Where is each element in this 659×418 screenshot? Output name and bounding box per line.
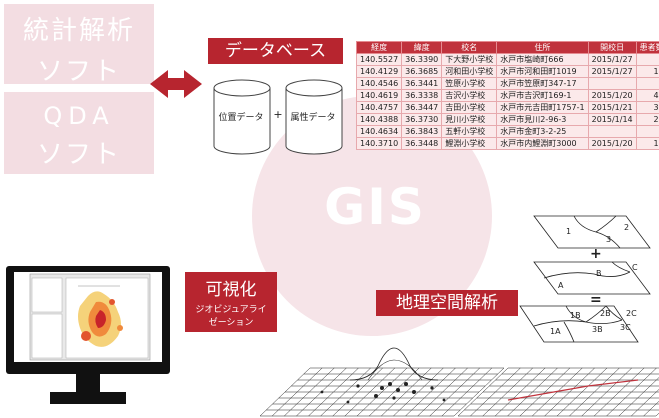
table-cell: 2015/1/14: [587, 113, 637, 126]
table-cell: 2015/1/27: [587, 65, 637, 78]
double-arrow-icon: [150, 70, 202, 98]
table-cell: 水戸市塩崎町666: [496, 53, 589, 66]
database-plus: +: [273, 108, 283, 121]
visualization-label: 可視化 ジオビジュアライ ゼーション: [185, 272, 277, 332]
table-cell: 水戸市内鯉淵町3000: [496, 137, 589, 150]
map1-label-3: 3: [606, 235, 611, 244]
stats-software-line1: 統計解析: [22, 16, 135, 46]
map3-label-3B: 3B: [592, 325, 603, 334]
surface-grid: [259, 347, 659, 417]
position-data-label: 位置データ: [218, 113, 264, 123]
stats-software-box: 統計解析 ソフト: [4, 4, 154, 87]
table-cell: 18: [635, 137, 659, 150]
table-cell: 水戸市金町3-2-25: [496, 125, 589, 138]
table-cell: 36.3338: [401, 89, 443, 102]
stats-software-line2: ソフト: [36, 57, 121, 87]
table-cell: 33: [635, 101, 659, 114]
map1-label-2: 2: [624, 223, 629, 232]
map3-label-3C: 3C: [620, 323, 631, 332]
table-header-cell: 患者数: [635, 41, 659, 54]
map3-label-2B: 2B: [600, 309, 611, 318]
table-cell: 36.3685: [401, 65, 443, 78]
table-cell: 吉田小学校: [441, 101, 498, 114]
qda-software-line2: ソフト: [36, 140, 121, 170]
table-cell: 水戸市河和田町1019: [496, 65, 589, 78]
map3-label-1A: 1A: [550, 327, 561, 336]
table-cell: 25: [635, 113, 659, 126]
table-cell: 笠原小学校: [441, 77, 498, 90]
table-cell: 140.5527: [355, 53, 403, 66]
table-cell: 36.3730: [401, 113, 443, 126]
table-cell: 下大野小学校: [441, 53, 498, 66]
table-cell: 45: [635, 89, 659, 102]
table-cell: 140.4546: [355, 77, 403, 90]
table-header-cell: 住所: [496, 41, 589, 54]
table-header-cell: 緯度: [401, 41, 443, 54]
monitor-icon: [6, 266, 170, 404]
table-header-cell: 開校日: [587, 41, 637, 54]
table-header-cell: 校名: [441, 41, 498, 54]
map3-label-1B: 1B: [570, 311, 581, 320]
table-cell: 2015/1/20: [587, 137, 637, 150]
table-cell: 6: [635, 53, 659, 66]
table-header-cell: 経度: [355, 41, 403, 54]
database-cylinders: [213, 79, 343, 155]
map2-label-A: A: [558, 281, 564, 290]
table-cell: 0: [635, 77, 659, 90]
table-cell: 140.4388: [355, 113, 403, 126]
table-cell: 140.4619: [355, 89, 403, 102]
table-cell: [587, 125, 637, 138]
visualization-sub1: ジオビジュアライ: [195, 305, 267, 315]
table-cell: 2015/1/20: [587, 89, 637, 102]
table-cell: 吉沢小学校: [441, 89, 498, 102]
table-cell: 水戸市見川2-96-3: [496, 113, 589, 126]
table-cell: 36.3441: [401, 77, 443, 90]
table-cell: 水戸市笠原町347-17: [496, 77, 589, 90]
attribute-data-label: 属性データ: [290, 113, 336, 123]
table-cell: 140.4129: [355, 65, 403, 78]
table-cell: 2015/1/21: [587, 101, 637, 114]
table-cell: 見川小学校: [441, 113, 498, 126]
visualization-title: 可視化: [205, 280, 257, 300]
visualization-sub2: ゼーション: [208, 318, 254, 328]
table-cell: 140.4634: [355, 125, 403, 138]
table-cell: 140.3710: [355, 137, 403, 150]
gis-label: GIS: [324, 178, 426, 236]
overlay-equals: =: [590, 292, 602, 308]
table-cell: 36.3843: [401, 125, 443, 138]
table-cell: 水戸市吉沢町169-1: [496, 89, 589, 102]
overlay-plus: +: [590, 246, 602, 262]
table-cell: 36.3390: [401, 53, 443, 66]
table-cell: 36.3447: [401, 101, 443, 114]
map3-label-2C: 2C: [626, 309, 637, 318]
table-cell: 16: [635, 65, 659, 78]
map2-label-C: C: [632, 263, 638, 272]
map2-label-B: B: [596, 269, 602, 278]
database-label: データベース: [208, 38, 343, 64]
table-cell: [587, 77, 637, 90]
table-cell: 0: [635, 125, 659, 138]
qda-software-box: QDA ソフト: [4, 92, 154, 174]
qda-software-line1: QDA: [43, 102, 115, 130]
spatial-analysis-label: 地理空間解析: [376, 290, 518, 316]
table-cell: 36.3448: [401, 137, 443, 150]
table-cell: 水戸市元吉田町1757-1: [496, 101, 589, 114]
table-cell: 2015/1/27: [587, 53, 637, 66]
table-cell: 140.4757: [355, 101, 403, 114]
overlay-maps: 1 2 3 A B C 1A 1B 2B 3B 2C 3C: [519, 215, 651, 343]
map1-label-1: 1: [566, 227, 571, 236]
table-cell: 五軒小学校: [441, 125, 498, 138]
table-cell: 河和田小学校: [441, 65, 498, 78]
table-cell: 鯉淵小学校: [441, 137, 498, 150]
database-table: 経度緯度校名住所開校日患者数 140.552736.3390下大野小学校水戸市塩…: [355, 41, 659, 150]
